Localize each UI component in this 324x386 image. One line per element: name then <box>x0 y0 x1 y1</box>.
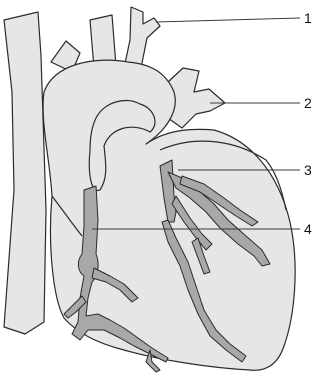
label-1: 1 <box>304 10 312 26</box>
label-2: 2 <box>304 95 312 111</box>
label-3: 3 <box>304 162 312 178</box>
leader-line-1 <box>156 18 300 22</box>
label-4: 4 <box>304 221 312 237</box>
heart-anatomy <box>4 7 295 370</box>
aortic-branch <box>124 7 160 68</box>
labels: 1 2 3 4 <box>304 10 312 237</box>
vena-cava <box>4 12 46 334</box>
pulmonary-artery <box>168 68 225 128</box>
